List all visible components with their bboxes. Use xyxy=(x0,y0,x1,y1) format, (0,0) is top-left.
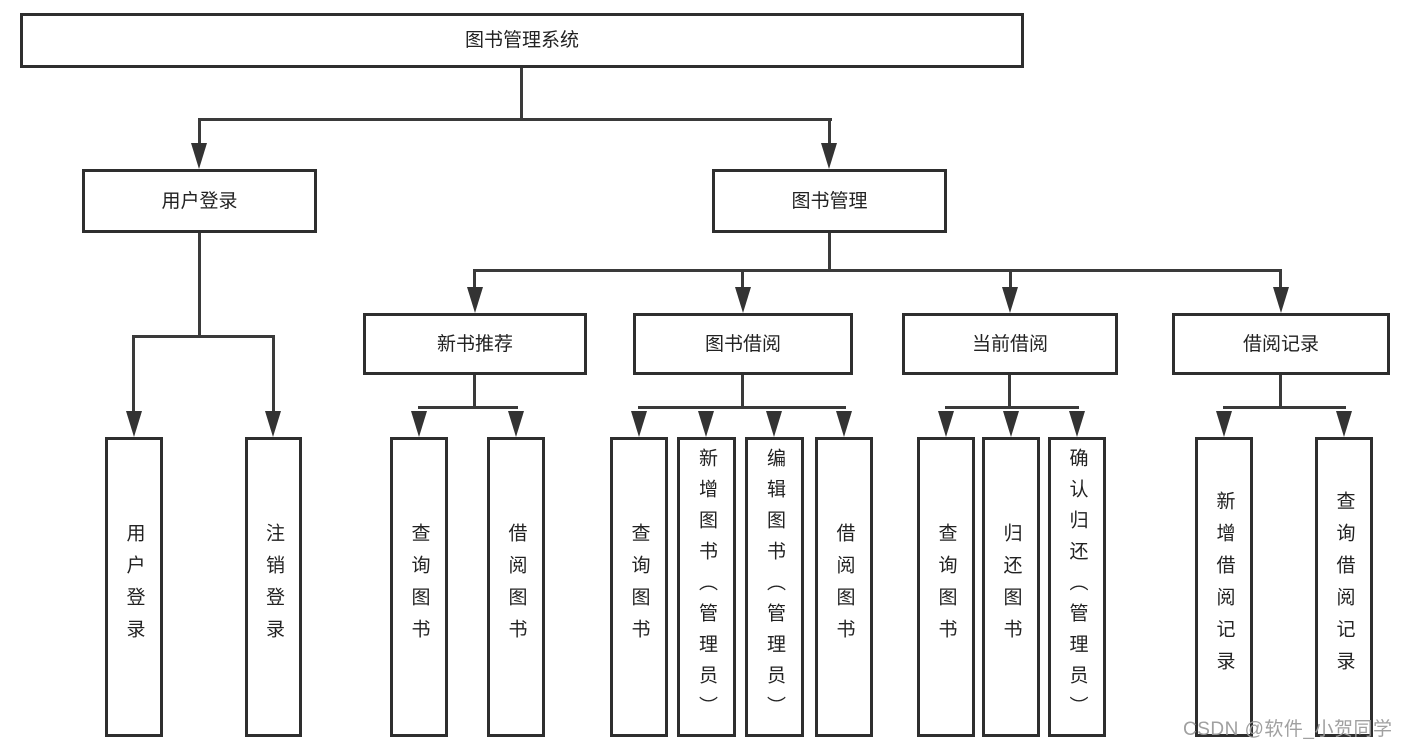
leaf-add-books-admin: 新增图书（管理员） xyxy=(677,437,736,737)
connector-bookmgmt-hbar xyxy=(474,269,1282,272)
leaf-borrow-books-2: 借阅图书 xyxy=(815,437,873,737)
arrowhead-borrowbook2 xyxy=(836,411,852,437)
connector-borrowgrp-stem xyxy=(741,375,744,409)
node-borrow-records: 借阅记录 xyxy=(1172,313,1390,375)
arrowhead-addrecord xyxy=(1216,411,1232,437)
leaf-add-borrow-record: 新增借阅记录 xyxy=(1195,437,1253,737)
connector-root-hbar xyxy=(198,118,832,121)
arrowhead-query3 xyxy=(938,411,954,437)
connector-root-stem xyxy=(520,68,523,120)
connector-current-drop xyxy=(1009,269,1012,289)
arrowhead-editbook xyxy=(766,411,782,437)
arrowhead-records xyxy=(1273,287,1289,313)
arrowhead-borrowbook1 xyxy=(508,411,524,437)
connector-leaf-userlogin-drop xyxy=(132,335,135,413)
connector-recordsgrp-stem xyxy=(1279,375,1282,409)
connector-leaf-logout-drop xyxy=(272,335,275,413)
connector-userlogin-stem xyxy=(198,233,201,338)
node-current-borrow: 当前借阅 xyxy=(902,313,1118,375)
arrowhead-leaf-userlogin xyxy=(126,411,142,437)
connector-currentgrp-stem xyxy=(1008,375,1011,409)
arrowhead-bookmgmt xyxy=(821,143,837,169)
leaf-logout: 注销登录 xyxy=(245,437,302,737)
connector-recordsgrp-hbar xyxy=(1223,406,1346,409)
csdn-watermark: CSDN @软件_小贺同学 xyxy=(1183,719,1393,740)
arrowhead-borrow xyxy=(735,287,751,313)
leaf-borrow-books-1: 借阅图书 xyxy=(487,437,545,737)
arrowhead-addbook xyxy=(698,411,714,437)
leaf-edit-books-admin: 编辑图书（管理员） xyxy=(745,437,804,737)
connector-borrow-drop xyxy=(741,269,744,289)
leaf-return-books: 归还图书 xyxy=(982,437,1040,737)
connector-currentgrp-hbar xyxy=(945,406,1079,409)
arrowhead-confirmreturn xyxy=(1069,411,1085,437)
leaf-query-books-3: 查询图书 xyxy=(917,437,975,737)
connector-newbook-stem xyxy=(473,375,476,409)
arrowhead-leaf-logout xyxy=(265,411,281,437)
leaf-query-books-2: 查询图书 xyxy=(610,437,668,737)
node-user-login: 用户登录 xyxy=(82,169,317,233)
connector-newbook-drop xyxy=(473,269,476,289)
node-book-management: 图书管理 xyxy=(712,169,947,233)
connector-userlogin-hbar xyxy=(133,335,275,338)
node-root-system: 图书管理系统 xyxy=(20,13,1024,68)
connector-bookmgmt-drop xyxy=(828,118,831,145)
node-book-borrow: 图书借阅 xyxy=(633,313,853,375)
leaf-query-borrow-record: 查询借阅记录 xyxy=(1315,437,1373,737)
arrowhead-query1 xyxy=(411,411,427,437)
connector-bookmgmt-stem xyxy=(828,233,831,272)
connector-userlogin-drop xyxy=(198,118,201,145)
connector-newbook-hbar xyxy=(418,406,518,409)
leaf-user-login: 用户登录 xyxy=(105,437,163,737)
arrowhead-newbook xyxy=(467,287,483,313)
arrowhead-queryrecord xyxy=(1336,411,1352,437)
connector-records-drop xyxy=(1279,269,1282,289)
arrowhead-userlogin xyxy=(191,143,207,169)
leaf-confirm-return-admin: 确认归还（管理员） xyxy=(1048,437,1106,737)
connector-borrowgrp-hbar xyxy=(638,406,846,409)
leaf-query-books-1: 查询图书 xyxy=(390,437,448,737)
arrowhead-current xyxy=(1002,287,1018,313)
node-new-book-recommend: 新书推荐 xyxy=(363,313,587,375)
arrowhead-returnbook xyxy=(1003,411,1019,437)
arrowhead-query2 xyxy=(631,411,647,437)
